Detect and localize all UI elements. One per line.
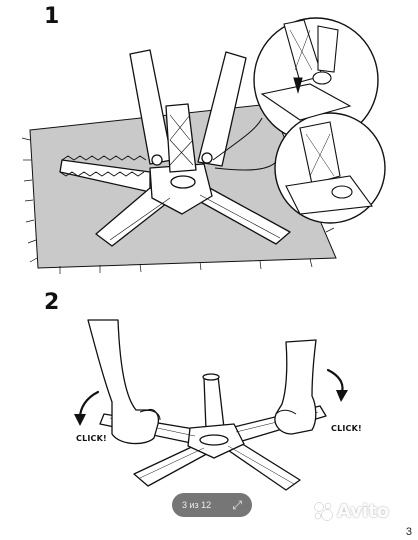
detail-zoom-circles — [212, 17, 386, 224]
image-counter: 3 из 12 — [182, 500, 212, 510]
expand-icon[interactable]: ⤢ — [232, 497, 242, 512]
click-label-left: CLICK! — [76, 434, 107, 443]
step-1-number: 1 — [44, 4, 60, 29]
avito-dots-logo-icon — [314, 502, 333, 521]
click-label-right: CLICK! — [331, 424, 362, 433]
rotation-arrows — [74, 368, 348, 426]
chair-base-step1 — [59, 49, 291, 247]
hands-illustration — [87, 319, 317, 445]
image-pager: 3 из 12 ⤢ — [172, 493, 252, 517]
avito-watermark: Avito — [312, 500, 389, 522]
step-2-number: 2 — [44, 290, 60, 315]
page-number: 3 — [405, 526, 412, 538]
watermark-text: Avito — [337, 500, 390, 522]
